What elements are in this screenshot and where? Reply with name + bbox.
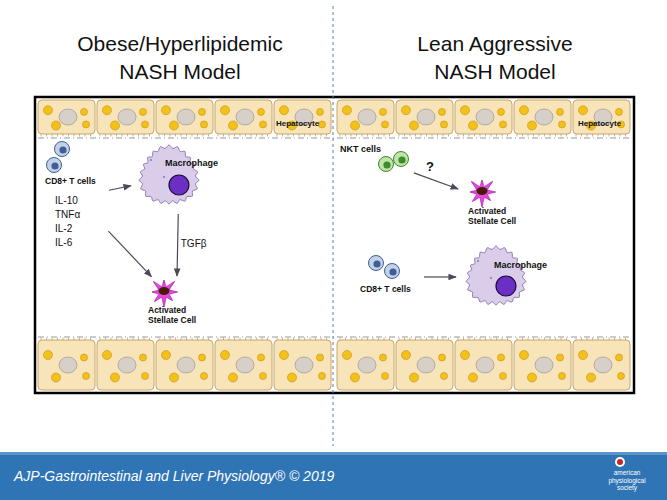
journal-credit: AJP-Gastrointestinal and Liver Physiolog… bbox=[14, 468, 334, 485]
signal-arrow bbox=[424, 276, 456, 277]
macrophage-cell: Macrophage bbox=[133, 140, 225, 212]
cell-label: Hepatocyte bbox=[578, 119, 621, 129]
cell-name: Macrophage bbox=[494, 260, 547, 271]
hepatocyte-cell bbox=[396, 338, 453, 391]
cell-label: Hepatocyte bbox=[276, 119, 319, 129]
panel-divider bbox=[333, 6, 334, 446]
hepatocyte-cell bbox=[514, 338, 571, 391]
hepatocyte-cell bbox=[573, 338, 630, 391]
society-name: american physiological society bbox=[604, 469, 650, 492]
panel-title: Obese/Hyperlipidemic NASH Model bbox=[70, 30, 290, 86]
hepatocyte-cell bbox=[97, 338, 154, 391]
hepatocyte-cell bbox=[215, 100, 272, 137]
cell-drawing bbox=[458, 242, 558, 312]
cell-name: Activated Stellate Cell bbox=[148, 305, 210, 325]
signal-arrow bbox=[109, 186, 131, 191]
hepatocyte-cell bbox=[455, 100, 512, 137]
lymphocyte-group: CD8+ T cells bbox=[360, 254, 422, 300]
hepatocyte-cell bbox=[573, 100, 630, 137]
hepatocyte-cell bbox=[274, 100, 331, 137]
hepatocyte-cell bbox=[156, 338, 213, 391]
stellate-cell: Activated Stellate Cell bbox=[460, 176, 533, 230]
hepatocyte-cell bbox=[514, 100, 571, 137]
hepatocyte-cell bbox=[337, 100, 394, 137]
cell-name: NKT cells bbox=[340, 144, 381, 155]
cell-name: CD8+ T cells bbox=[360, 284, 411, 294]
hepatocyte-rows bbox=[38, 100, 630, 390]
hepatocyte-cell bbox=[337, 338, 394, 391]
cell-name: Macrophage bbox=[165, 158, 218, 169]
hepatocyte-cell bbox=[38, 100, 95, 137]
macrophage-cell: Macrophage bbox=[458, 242, 558, 312]
footer-bar-edge bbox=[0, 452, 667, 455]
hepatocyte-cell bbox=[215, 338, 272, 391]
footer-bar bbox=[0, 452, 667, 500]
hepatocyte-cell bbox=[455, 338, 512, 391]
edge-label: TGFβ bbox=[179, 238, 209, 249]
signal-arrow bbox=[414, 173, 458, 189]
society-emblem bbox=[615, 457, 625, 467]
edge-label: ? bbox=[424, 159, 436, 174]
sinusoid-border bbox=[38, 137, 630, 138]
lymphocyte-group: CD8+ T cellsIL-10 TNFα IL-2 IL-6 bbox=[45, 140, 107, 254]
hepatocyte-cell bbox=[396, 100, 453, 137]
lymphocyte-group: NKT cells bbox=[340, 140, 412, 178]
cell-name: Activated Stellate Cell bbox=[468, 206, 530, 226]
cell-drawing bbox=[133, 140, 225, 212]
cell-name: CD8+ T cells bbox=[45, 176, 96, 186]
hepatocyte-cell bbox=[156, 100, 213, 137]
hepatocyte-cell bbox=[274, 338, 331, 391]
panel-title: Lean Aggressive NASH Model bbox=[405, 30, 585, 86]
cytokine-list: IL-10 TNFα IL-2 IL-6 bbox=[55, 194, 80, 250]
sinusoid-border bbox=[38, 336, 630, 337]
stellate-cell: Activated Stellate Cell bbox=[140, 278, 213, 328]
signal-arrow bbox=[108, 231, 151, 276]
hepatocyte-cell bbox=[97, 100, 154, 137]
hepatocyte-cell bbox=[38, 338, 95, 391]
panel-frame bbox=[35, 97, 634, 393]
